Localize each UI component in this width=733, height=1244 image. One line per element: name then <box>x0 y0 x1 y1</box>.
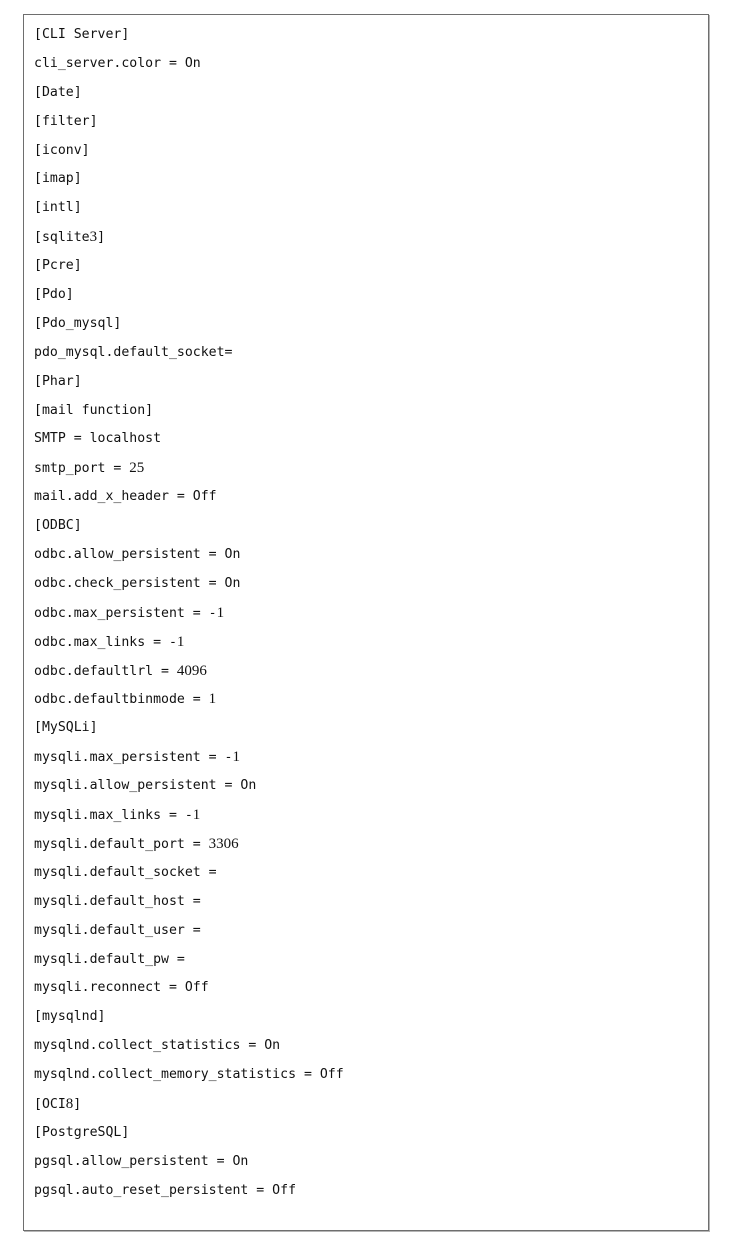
config-line: odbc.check_persistent = On <box>34 575 241 591</box>
config-line: mysqli.max_persistent = -1 <box>34 749 241 766</box>
numeric-value: 1 <box>176 633 185 650</box>
config-line: odbc.max_links = -1 <box>34 633 185 650</box>
config-line: odbc.allow_persistent = On <box>34 547 241 563</box>
config-line: odbc.defaultbinmode = 1 <box>34 691 217 708</box>
config-line: [filter] <box>34 113 98 129</box>
config-line: [Pdo] <box>34 287 74 303</box>
config-line: mysqli.reconnect = Off <box>34 980 209 996</box>
numeric-value: 3 <box>89 229 98 246</box>
config-line: mail.add_x_header = Off <box>34 489 217 505</box>
php-ini-code-block: [CLI Server] cli_server.color = On [Date] [… <box>23 14 709 1231</box>
config-line: SMTP = localhost <box>34 431 162 447</box>
numeric-value: 1 <box>208 691 217 708</box>
config-line: pgsql.allow_persistent = On <box>34 1153 249 1169</box>
numeric-value: 1 <box>216 604 225 621</box>
numeric-value: 1 <box>232 749 241 766</box>
numeric-value: 25 <box>129 460 145 477</box>
config-line: mysqli.default_host = <box>34 893 201 909</box>
config-line: mysqli.default_user = <box>34 922 201 938</box>
config-line: [iconv] <box>34 142 90 158</box>
config-line: cli_server.color = On <box>34 55 201 71</box>
config-line: [sqlite3] <box>34 229 106 246</box>
numeric-value: 3306 <box>208 835 239 852</box>
config-line: [Pdo_mysql] <box>34 315 122 331</box>
numeric-value: 4096 <box>176 662 207 679</box>
config-line: pdo_mysql.default_socket= <box>34 344 233 360</box>
numeric-value: 1 <box>192 807 201 824</box>
config-line: [Pcre] <box>34 258 82 274</box>
config-line: [PostgreSQL] <box>34 1124 130 1140</box>
config-line: pgsql.auto_reset_persistent = Off <box>34 1182 297 1198</box>
config-line: mysqli.max_links = -1 <box>34 807 201 824</box>
config-line: mysqlnd.collect_memory_statistics = Off <box>34 1067 344 1083</box>
config-line: odbc.defaultlrl = 4096 <box>34 662 207 679</box>
config-line: smtp_port = 25 <box>34 460 145 477</box>
config-line: mysqli.default_socket = <box>34 864 217 880</box>
config-line: [Date] <box>34 84 82 100</box>
config-line: [mysqlnd] <box>34 1009 106 1025</box>
config-line: [Phar] <box>34 373 82 389</box>
config-line: [mail function] <box>34 402 154 418</box>
config-line: odbc.max_persistent = -1 <box>34 604 225 621</box>
config-line: mysqlnd.collect_statistics = On <box>34 1038 281 1054</box>
config-line: [intl] <box>34 200 82 216</box>
config-line: [MySQLi] <box>34 720 98 736</box>
config-line: mysqli.default_port = 3306 <box>34 835 239 852</box>
numeric-value: 8 <box>65 1095 74 1112</box>
config-line: [ODBC] <box>34 518 82 534</box>
config-line: mysqli.allow_persistent = On <box>34 778 257 794</box>
config-line: [OCI8] <box>34 1095 82 1112</box>
config-line: mysqli.default_pw = <box>34 951 185 967</box>
config-line: [imap] <box>34 171 82 187</box>
config-line: [CLI Server] <box>34 27 130 42</box>
